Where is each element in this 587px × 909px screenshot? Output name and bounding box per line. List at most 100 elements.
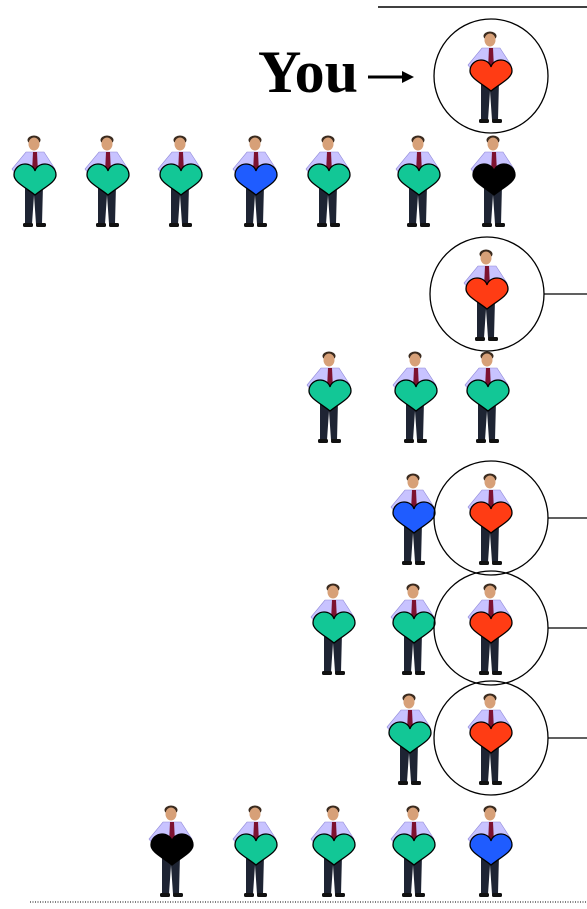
person-trousers	[484, 185, 502, 224]
person-head	[484, 33, 496, 47]
person-shoe	[492, 561, 502, 565]
person-shoe	[257, 223, 267, 227]
person-shoe	[479, 671, 489, 675]
person	[392, 351, 438, 443]
person-trousers	[320, 401, 338, 440]
person-trousers	[171, 185, 189, 224]
person	[306, 351, 352, 443]
green-heart-icon	[307, 163, 351, 196]
person-shoe	[479, 561, 489, 565]
black-heart-icon	[150, 833, 194, 866]
person	[467, 473, 513, 565]
person-row-row-3	[306, 351, 510, 443]
blue-heart-icon	[469, 833, 513, 866]
person-trousers	[25, 185, 43, 224]
person-head	[174, 137, 186, 151]
person-trousers	[481, 855, 499, 894]
person-shoe	[244, 223, 254, 227]
green-heart-icon	[234, 833, 278, 866]
person-trousers	[404, 855, 422, 894]
person-row-row-7	[148, 805, 513, 897]
green-heart-icon	[397, 163, 441, 196]
person-trousers	[246, 185, 264, 224]
person	[148, 805, 194, 897]
person-head	[484, 807, 496, 821]
person-row-row-2	[429, 236, 587, 352]
person-shoe	[404, 439, 414, 443]
person	[157, 135, 203, 227]
blue-heart-icon	[234, 163, 278, 196]
green-heart-icon	[394, 379, 438, 412]
person-head	[28, 137, 40, 151]
person	[467, 583, 513, 675]
person	[232, 135, 278, 227]
person-head	[407, 585, 419, 599]
person-head	[484, 695, 496, 709]
person-shoe	[169, 223, 179, 227]
person-shoe	[492, 893, 502, 897]
green-heart-icon	[312, 611, 356, 644]
person-shoe	[415, 561, 425, 565]
blue-heart-icon	[392, 501, 436, 534]
person-shoe	[23, 223, 33, 227]
person-head	[327, 807, 339, 821]
person-trousers	[324, 855, 342, 894]
person	[305, 135, 351, 227]
green-heart-icon	[308, 379, 352, 412]
person-shoe	[479, 893, 489, 897]
you-label: You	[258, 39, 359, 105]
person-shoe	[488, 337, 498, 341]
green-heart-icon	[466, 379, 510, 412]
black-heart-icon	[472, 163, 516, 196]
person	[386, 693, 432, 785]
person-shoe	[479, 119, 489, 123]
person-shoe	[257, 893, 267, 897]
person-head	[249, 137, 261, 151]
person	[467, 805, 513, 897]
person-trousers	[481, 633, 499, 672]
person-row-row-4	[390, 460, 587, 576]
person-shoe	[96, 223, 106, 227]
person-head	[412, 137, 424, 151]
green-heart-icon	[388, 721, 432, 754]
person-head	[249, 807, 261, 821]
green-heart-icon	[312, 833, 356, 866]
person-shoe	[318, 439, 328, 443]
person-head	[484, 585, 496, 599]
person-trousers	[406, 401, 424, 440]
person-head	[165, 807, 177, 821]
person-shoe	[160, 893, 170, 897]
person-trousers	[319, 185, 337, 224]
person-head	[487, 137, 499, 151]
person-shoe	[173, 893, 183, 897]
person-trousers	[477, 299, 495, 338]
person-head	[409, 353, 421, 367]
person-trousers	[246, 855, 264, 894]
person	[467, 693, 513, 785]
person-trousers	[162, 855, 180, 894]
person-shoe	[492, 119, 502, 123]
person	[310, 583, 356, 675]
person-shoe	[479, 781, 489, 785]
person-head	[101, 137, 113, 151]
person-trousers	[98, 185, 116, 224]
person	[11, 135, 57, 227]
person-head	[327, 585, 339, 599]
person	[467, 31, 513, 123]
person-trousers	[404, 633, 422, 672]
person-trousers	[409, 185, 427, 224]
person	[84, 135, 130, 227]
person-trousers	[481, 523, 499, 562]
person-head	[403, 695, 415, 709]
green-heart-icon	[392, 611, 436, 644]
person-shoe	[322, 893, 332, 897]
person-shoe	[417, 439, 427, 443]
person	[390, 805, 436, 897]
person-shoe	[335, 893, 345, 897]
red-heart-icon	[465, 277, 509, 310]
person-shoe	[398, 781, 408, 785]
person-shoe	[411, 781, 421, 785]
person-head	[322, 137, 334, 151]
